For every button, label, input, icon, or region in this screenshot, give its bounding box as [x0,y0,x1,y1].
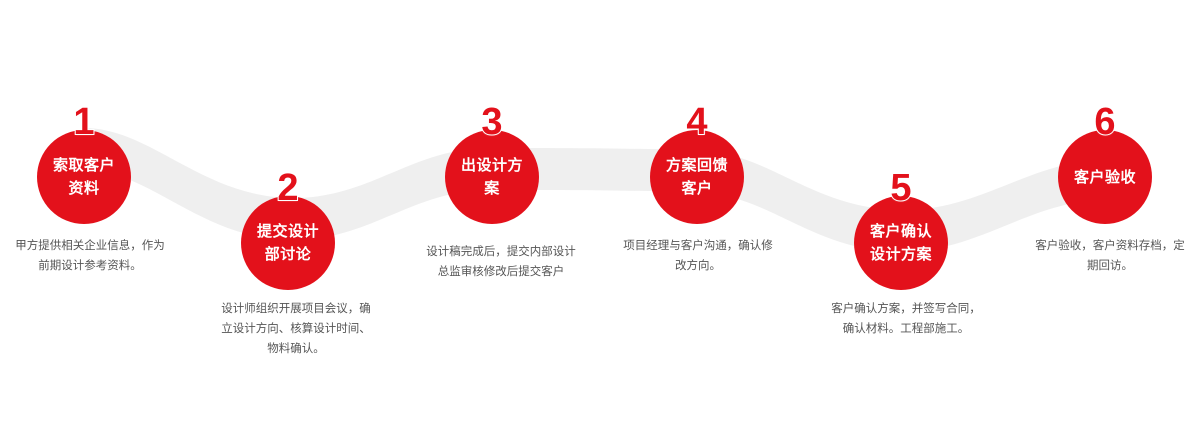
step-4: 方案回馈客户 4 [650,100,744,224]
step-4-number: 4 [685,100,708,144]
step-3-description: 设计稿完成后，提交内部设计总监审核修改后提交客户 [426,244,576,278]
step-3: 出设计方案 3 [445,100,539,224]
step-4-title: 方案回馈客户 [665,156,728,197]
step-2-circle: 提交设计部讨论 [241,196,335,290]
step-6: 客户验收 6 [1058,100,1152,224]
step-4-circle: 方案回馈客户 [650,130,744,224]
step-2-title: 提交设计部讨论 [256,222,319,263]
step-2: 提交设计部讨论 2 [241,166,335,290]
step-1: 索取客户资料 1 [37,100,131,224]
step-1-number: 1 [72,100,95,144]
step-6-title: 客户验收 [1073,167,1136,186]
step-1-circle: 索取客户资料 [37,130,131,224]
step-4-description: 项目经理与客户沟通，确认修改方向。 [623,238,773,272]
step-5-description: 客户确认方案，并签写合同，确认材料。工程部施工。 [831,301,981,335]
step-6-circle: 客户验收 [1058,130,1152,224]
step-1-title: 索取客户资料 [52,156,115,197]
step-6-number: 6 [1093,100,1116,144]
step-2-description: 设计师组织开展项目会议，确立设计方向、核算设计时间、物料确认。 [221,301,371,355]
step-5-title: 客户确认设计方案 [869,222,932,263]
step-2-number: 2 [276,166,299,210]
step-5-number: 5 [889,166,912,210]
step-6-description: 客户验收，客户资料存档，定期回访。 [1035,238,1185,272]
step-1-description: 甲方提供相关企业信息，作为前期设计参考资料。 [15,238,165,272]
step-5: 客户确认设计方案 5 [854,166,948,290]
step-3-title: 出设计方案 [460,156,523,197]
step-3-number: 3 [480,100,503,144]
step-5-circle: 客户确认设计方案 [854,196,948,290]
step-3-circle: 出设计方案 [445,130,539,224]
